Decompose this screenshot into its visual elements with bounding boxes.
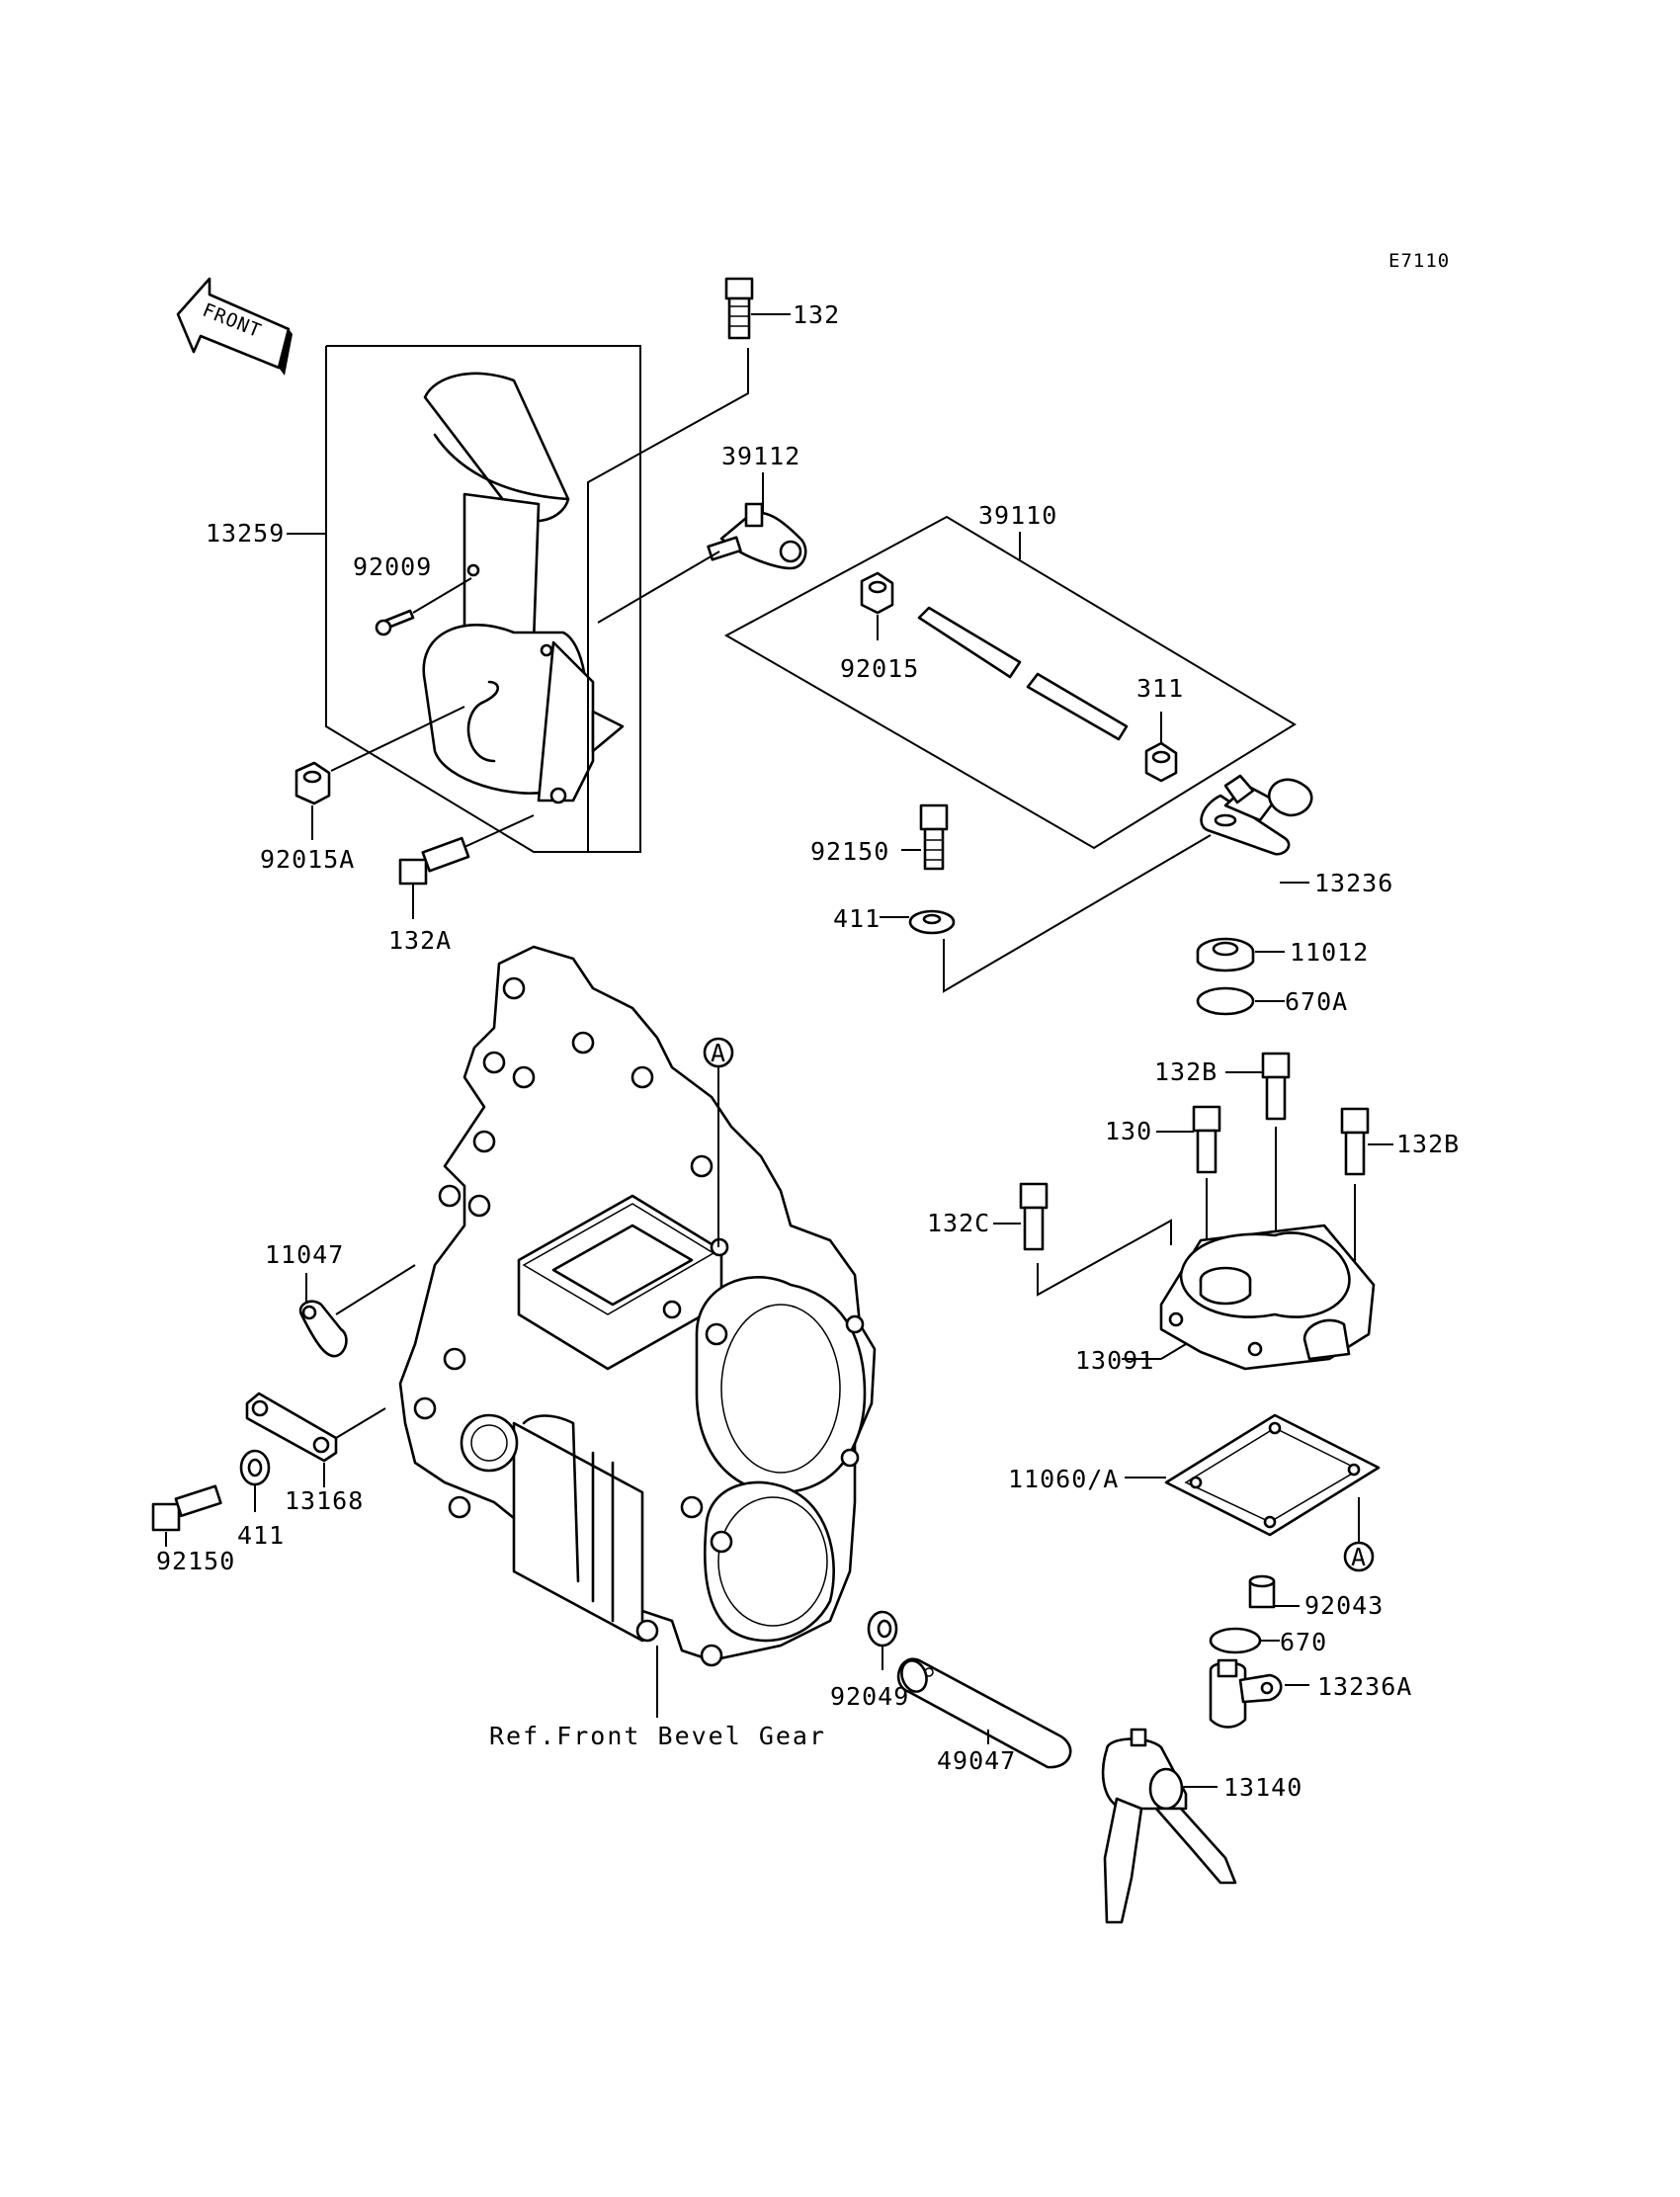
pin-92043-icon: [1248, 1574, 1276, 1609]
part-label-132: 132: [793, 300, 840, 329]
bolt-132B-right-icon: [1340, 1107, 1370, 1176]
gasket-11060A-icon: [1164, 1413, 1381, 1537]
bolt-92150-top-icon: [919, 803, 949, 871]
nut-92015A-icon: [294, 761, 331, 805]
part-label-411-left: 411: [237, 1521, 285, 1550]
shift-lever-13236A-icon: [1209, 1658, 1283, 1729]
rod-end-joint-39112-icon: [707, 502, 807, 570]
clamp-11047-icon: [298, 1300, 348, 1358]
part-label-132B-right: 132B: [1396, 1130, 1460, 1158]
washer-411-top-icon: [908, 909, 956, 935]
diagram-code: E7110: [1388, 250, 1450, 272]
part-label-49047: 49047: [937, 1746, 1016, 1775]
rod-39110-icon: [917, 606, 1129, 741]
bolt-132A-icon: [398, 836, 470, 886]
bolt-92150-left-icon: [151, 1484, 222, 1532]
part-label-13236: 13236: [1314, 869, 1393, 897]
part-label-311: 311: [1136, 674, 1184, 703]
reference-note: Ref.Front Bevel Gear: [489, 1722, 826, 1750]
callout-A-case: A: [711, 1039, 726, 1067]
shift-pedal-drawing: [422, 372, 625, 804]
nut-311-icon: [1144, 741, 1178, 783]
shaft-49047-icon: [896, 1657, 1072, 1769]
part-label-132A: 132A: [388, 926, 452, 955]
gear-case-housing-drawing: [398, 945, 877, 1667]
seal-11012-icon: [1196, 937, 1255, 972]
nut-92015-icon: [860, 571, 894, 615]
part-label-11012: 11012: [1290, 938, 1369, 967]
part-label-13259: 13259: [206, 519, 285, 548]
part-label-670: 670: [1280, 1628, 1327, 1656]
part-label-92150-top: 92150: [810, 837, 889, 866]
part-label-11047: 11047: [265, 1240, 344, 1269]
part-label-92015: 92015: [840, 654, 919, 683]
bolt-130-icon: [1192, 1105, 1221, 1174]
part-label-132B-top: 132B: [1154, 1057, 1218, 1086]
callout-A-gasket: A: [1351, 1543, 1367, 1571]
part-label-132C: 132C: [927, 1209, 990, 1237]
bolt-132B-top-icon: [1261, 1052, 1291, 1121]
o-ring-670-icon: [1209, 1627, 1262, 1654]
part-label-92049: 92049: [830, 1682, 909, 1711]
part-label-39110: 39110: [978, 501, 1057, 530]
part-label-670A: 670A: [1285, 987, 1348, 1016]
part-label-130: 130: [1105, 1117, 1152, 1145]
bolt-132-icon: [724, 277, 754, 340]
callout-A-gasket-icon: [1343, 1541, 1375, 1572]
cover-13091-icon: [1159, 1224, 1376, 1371]
part-label-92150-left: 92150: [156, 1547, 235, 1575]
screw-92009-icon: [375, 609, 415, 636]
part-label-13168: 13168: [285, 1486, 364, 1515]
bolt-132C-icon: [1019, 1182, 1049, 1251]
part-label-92015A: 92015A: [260, 845, 355, 874]
washer-411-left-icon: [239, 1449, 271, 1486]
part-label-411-top: 411: [833, 904, 881, 933]
front-arrow-icon: FRONT: [176, 277, 293, 376]
part-label-92043: 92043: [1304, 1591, 1384, 1620]
o-ring-670A-icon: [1196, 986, 1255, 1016]
part-label-39112: 39112: [721, 442, 800, 470]
plate-13168-icon: [245, 1392, 338, 1463]
shift-lever-13236-icon: [1200, 774, 1313, 856]
part-label-13091: 13091: [1075, 1346, 1154, 1375]
part-label-11060A: 11060/A: [1008, 1465, 1119, 1493]
part-label-92009: 92009: [353, 552, 432, 581]
part-label-13140: 13140: [1223, 1773, 1302, 1802]
seal-92049-icon: [867, 1610, 898, 1648]
shift-fork-13140-icon: [1101, 1728, 1237, 1924]
callout-A-case-icon: [703, 1037, 734, 1068]
part-label-13236A: 13236A: [1317, 1672, 1412, 1701]
